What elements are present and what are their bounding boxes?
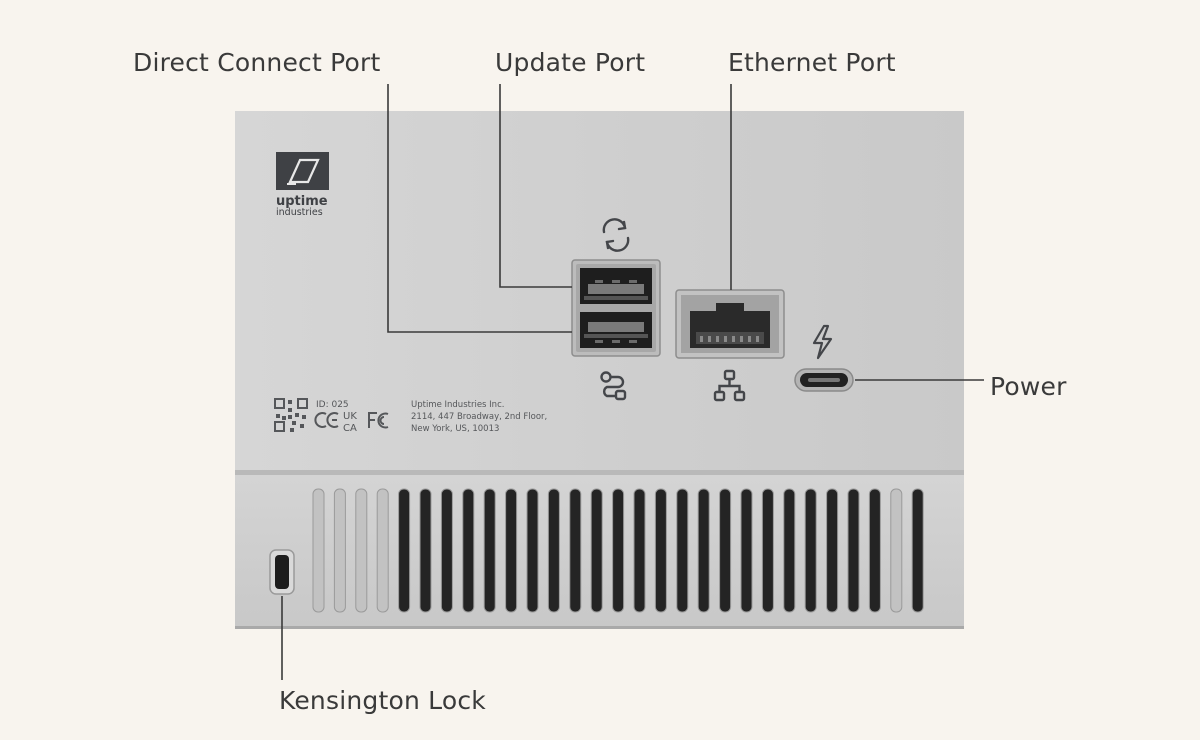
vent-slot: [312, 488, 325, 613]
brand-subname: industries: [276, 207, 323, 218]
vent-slot: [847, 488, 860, 613]
company-name: Uptime Industries Inc.: [411, 400, 504, 410]
company-address-1: 2114, 447 Broadway, 2nd Floor,: [411, 412, 547, 422]
power-port[interactable]: [794, 368, 854, 392]
vent-slot: [740, 488, 753, 613]
vent-slot: [612, 488, 625, 613]
vent-slot: [654, 488, 667, 613]
vent-slot: [505, 488, 518, 613]
vent-slot: [868, 488, 881, 613]
update-port-label: Update Port: [495, 48, 646, 77]
direct-connect-port-label: Direct Connect Port: [133, 48, 381, 77]
power-label: Power: [990, 372, 1067, 401]
vent-slot: [719, 488, 732, 613]
ce-mark-icon: [314, 412, 339, 428]
leader-update: [499, 84, 572, 288]
vent-grille: [312, 488, 924, 613]
regulatory-info: ID: 025 UK CA Uptime Industries Inc. 211…: [274, 398, 547, 434]
vent-slot: [440, 488, 453, 613]
device-id: ID: 025: [316, 400, 349, 410]
vent-slot: [783, 488, 796, 613]
brand-name: uptime: [276, 194, 328, 209]
bottom-panel-shadow: [235, 626, 964, 629]
vent-slot: [911, 488, 924, 613]
vent-slot: [804, 488, 817, 613]
vent-slot: [697, 488, 710, 613]
kensington-lock-label: Kensington Lock: [279, 686, 486, 715]
ukca-mark-uk: UK: [343, 411, 357, 422]
ethernet-port-label: Ethernet Port: [728, 48, 896, 77]
update-port[interactable]: [580, 268, 652, 304]
logo-mark-icon: [276, 152, 329, 190]
vent-slot: [376, 488, 389, 613]
vent-slot: [419, 488, 432, 613]
lightning-icon: [812, 324, 833, 360]
vent-slot: [569, 488, 582, 613]
vent-slot: [526, 488, 539, 613]
vent-slot: [355, 488, 368, 613]
ukca-mark-ca: CA: [343, 423, 357, 434]
brand-logo: uptime industries: [276, 152, 329, 218]
vent-slot: [676, 488, 689, 613]
route-icon: [600, 371, 627, 401]
vent-slot: [483, 488, 496, 613]
company-address-2: New York, US, 10013: [411, 424, 499, 434]
vent-slot: [761, 488, 774, 613]
vent-slot: [547, 488, 560, 613]
usb-port-stack: [571, 259, 661, 357]
panel-seam: [235, 470, 964, 475]
vent-slot: [590, 488, 603, 613]
direct-connect-port[interactable]: [580, 312, 652, 348]
leader-lines: [281, 84, 984, 680]
network-icon: [713, 369, 746, 402]
vent-slot: [633, 488, 646, 613]
vent-slot: [826, 488, 839, 613]
refresh-icon: [602, 218, 630, 252]
vent-slot: [398, 488, 411, 613]
qr-code-icon: [274, 398, 308, 432]
ethernet-port[interactable]: [675, 289, 785, 359]
fcc-mark-icon: [368, 412, 389, 429]
vent-slot: [333, 488, 346, 613]
kensington-lock-slot[interactable]: [269, 549, 295, 595]
vent-slot: [890, 488, 903, 613]
vent-slot: [462, 488, 475, 613]
logo-glyph: [288, 158, 320, 184]
leader-direct-connect: [387, 84, 572, 333]
